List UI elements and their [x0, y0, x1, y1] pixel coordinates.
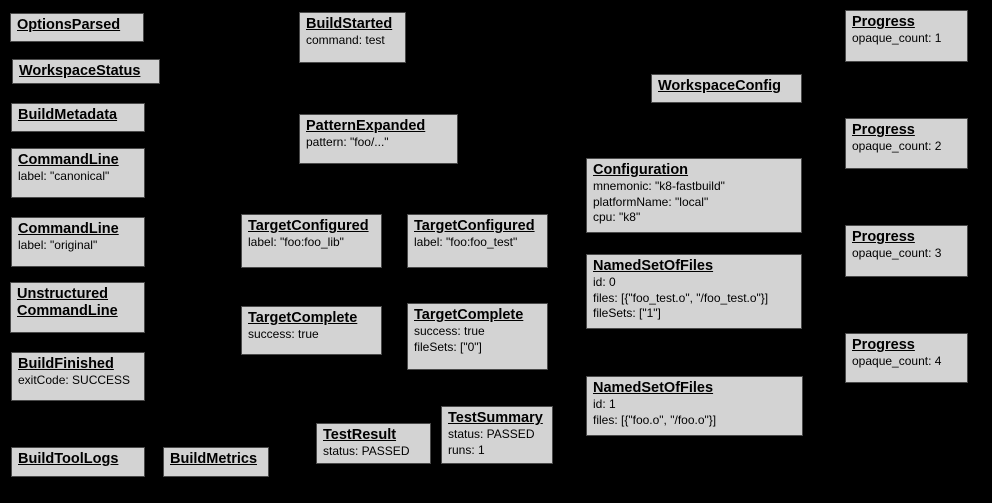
node-title: BuildStarted	[306, 16, 393, 32]
node-progress-3: Progress opaque_count: 3	[845, 225, 968, 277]
node-title: TestSummary	[448, 410, 543, 426]
node-workspace-status: WorkspaceStatus	[12, 59, 160, 84]
node-target-complete-foo-test: TargetComplete success: true fileSets: […	[407, 303, 548, 370]
node-title: Progress	[852, 14, 915, 30]
node-pattern-expanded: PatternExpanded pattern: "foo/..."	[299, 114, 458, 164]
node-title: TargetComplete	[248, 310, 358, 326]
node-title: Progress	[852, 229, 915, 245]
node-test-summary: TestSummary status: PASSED runs: 1	[441, 406, 553, 464]
node-title: CommandLine	[18, 152, 119, 168]
node-attr: mnemonic: "k8-fastbuild"	[593, 179, 725, 194]
node-title: Progress	[852, 122, 915, 138]
node-attr: runs: 1	[448, 442, 485, 457]
node-attr: opaque_count: 3	[852, 246, 942, 261]
node-title: BuildMetrics	[170, 451, 258, 467]
node-title: PatternExpanded	[306, 118, 426, 134]
node-title: BuildFinished	[18, 356, 114, 372]
node-attr: fileSets: ["1"]	[593, 306, 661, 321]
node-attr: command: test	[306, 33, 385, 48]
node-attr: label: "foo:foo_lib"	[248, 235, 344, 250]
node-title: OptionsParsed	[17, 17, 121, 33]
node-attr: opaque_count: 1	[852, 31, 942, 46]
node-title: TargetConfigured	[414, 218, 535, 234]
node-title: TestResult	[323, 427, 397, 443]
node-attr: opaque_count: 2	[852, 139, 942, 154]
node-progress-1: Progress opaque_count: 1	[845, 10, 968, 62]
node-command-line-original: CommandLine label: "original"	[11, 217, 145, 267]
node-title: Configuration	[593, 162, 689, 178]
node-attr: status: PASSED	[448, 427, 535, 442]
node-title: WorkspaceStatus	[19, 63, 141, 79]
node-options-parsed: OptionsParsed	[10, 13, 144, 42]
node-attr: label: "original"	[18, 238, 98, 253]
node-attr: id: 1	[593, 397, 616, 412]
node-target-configured-foo-lib: TargetConfigured label: "foo:foo_lib"	[241, 214, 382, 268]
node-build-tool-logs: BuildToolLogs	[11, 447, 145, 477]
node-title: BuildToolLogs	[18, 451, 119, 467]
node-named-set-of-files-0: NamedSetOfFiles id: 0 files: [{"foo_test…	[586, 254, 802, 329]
node-progress-2: Progress opaque_count: 2	[845, 118, 968, 169]
node-workspace-config: WorkspaceConfig	[651, 74, 802, 103]
node-title: WorkspaceConfig	[658, 78, 782, 94]
node-title: CommandLine	[18, 221, 119, 237]
node-title: BuildMetadata	[18, 107, 118, 123]
node-title: TargetConfigured	[248, 218, 369, 234]
node-target-complete-foo-lib: TargetComplete success: true	[241, 306, 382, 355]
node-named-set-of-files-1: NamedSetOfFiles id: 1 files: [{"foo.o", …	[586, 376, 803, 436]
node-title: NamedSetOfFiles	[593, 258, 714, 274]
node-progress-4: Progress opaque_count: 4	[845, 333, 968, 383]
node-attr: success: true	[248, 327, 319, 342]
node-build-started: BuildStarted command: test	[299, 12, 406, 63]
node-build-metadata: BuildMetadata	[11, 103, 145, 132]
node-title: Unstructured CommandLine	[17, 286, 118, 320]
node-title: NamedSetOfFiles	[593, 380, 714, 396]
node-attr: id: 0	[593, 275, 616, 290]
node-attr: opaque_count: 4	[852, 354, 942, 369]
node-attr: fileSets: ["0"]	[414, 339, 482, 354]
node-attr: success: true	[414, 324, 485, 339]
node-unstructured-command-line: Unstructured CommandLine	[10, 282, 145, 333]
node-command-line-canonical: CommandLine label: "canonical"	[11, 148, 145, 198]
node-attr: label: "foo:foo_test"	[414, 235, 518, 250]
node-attr: files: [{"foo_test.o", "/foo_test.o"}]	[593, 290, 769, 305]
node-attr: status: PASSED	[323, 444, 410, 459]
node-attr: pattern: "foo/..."	[306, 135, 389, 150]
node-title: TargetComplete	[414, 307, 524, 323]
node-build-finished: BuildFinished exitCode: SUCCESS	[11, 352, 145, 401]
node-attr: label: "canonical"	[18, 169, 110, 184]
node-attr: exitCode: SUCCESS	[18, 373, 131, 388]
node-title: Progress	[852, 337, 915, 353]
node-build-metrics: BuildMetrics	[163, 447, 269, 477]
node-configuration: Configuration mnemonic: "k8-fastbuild" p…	[586, 158, 802, 233]
node-attr: platformName: "local"	[593, 194, 709, 209]
node-target-configured-foo-test: TargetConfigured label: "foo:foo_test"	[407, 214, 548, 268]
node-attr: files: [{"foo.o", "/foo.o"}]	[593, 412, 717, 427]
node-test-result: TestResult status: PASSED	[316, 423, 431, 464]
node-attr: cpu: "k8"	[593, 210, 641, 225]
